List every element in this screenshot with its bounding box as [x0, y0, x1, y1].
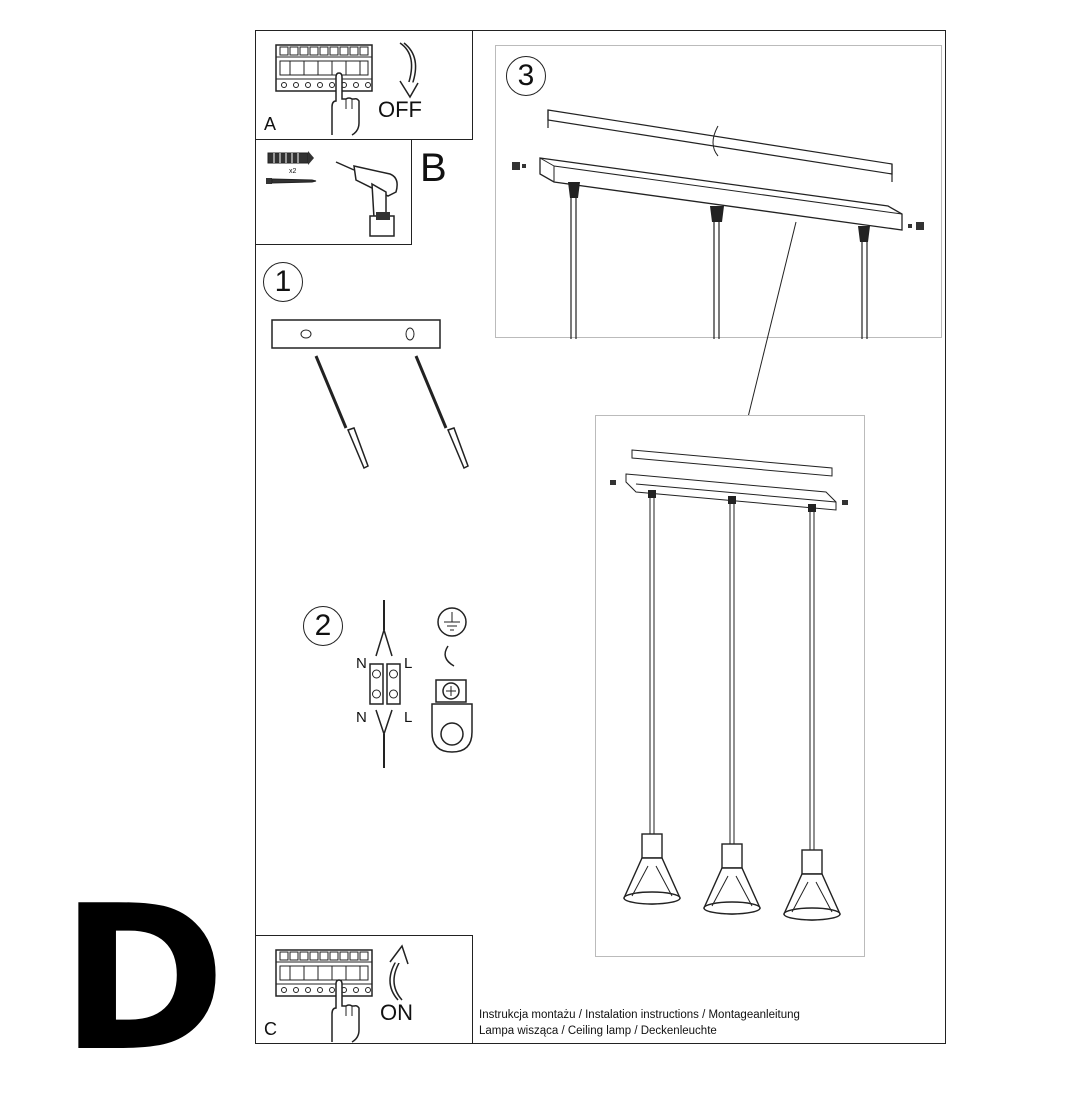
circuit-breaker-icon — [275, 44, 373, 92]
panel-c-switch-on: ON C — [255, 935, 473, 1044]
step-3-number-text: 3 — [517, 59, 535, 92]
step-2-number: 2 — [303, 606, 343, 646]
step-3-panel: 3 — [495, 45, 942, 467]
footer-caption: Instrukcja montażu / Instalation instruc… — [479, 1007, 800, 1039]
footer-line-2: Lampa wisząca / Ceiling lamp / Deckenleu… — [479, 1025, 717, 1037]
panel-c-action: ON — [380, 1000, 413, 1025]
panel-a-switch-off: OFF A — [255, 30, 473, 140]
panel-a-letter: A — [264, 114, 277, 134]
pendant-lamp-icon — [610, 449, 848, 921]
step-1-number: 1 — [263, 262, 303, 302]
wall-plug-quantity: x2 — [289, 168, 297, 175]
step-1-mounting-bracket-diagram — [271, 319, 469, 470]
footer-line-1: Instrukcja montażu / Instalation instruc… — [479, 1009, 800, 1021]
drill-icon — [335, 161, 398, 237]
terminal-neutral-bottom: N — [356, 709, 367, 726]
wall-plug-icon — [267, 151, 314, 165]
circuit-breaker-icon — [275, 949, 373, 997]
panel-b-letter: B — [420, 146, 447, 190]
ceiling-canopy-diagram — [512, 109, 924, 467]
step-3-number: 3 — [506, 56, 546, 96]
terminal-neutral-top: N — [356, 655, 367, 672]
panel-c-letter: C — [264, 1019, 277, 1039]
step-2-number-text: 2 — [314, 609, 332, 642]
rotate-arrow-icon — [399, 42, 419, 99]
hand-icon — [331, 979, 360, 1043]
step-1-number-text: 1 — [274, 265, 292, 298]
terminal-live-top: L — [404, 655, 413, 672]
ground-symbol-icon — [431, 607, 473, 753]
hand-icon — [331, 72, 360, 136]
instruction-sheet — [255, 30, 946, 1044]
terminal-block-icon — [369, 600, 401, 768]
assembled-lamp-panel — [595, 415, 865, 957]
terminal-live-bottom: L — [404, 709, 413, 726]
panel-b-tools: x2 B — [255, 139, 447, 245]
screw-icon — [266, 178, 317, 184]
wall-plug-icon — [346, 427, 469, 470]
panel-a-action: OFF — [378, 97, 422, 122]
screw-icon — [314, 355, 448, 429]
rotate-arrow-icon — [389, 944, 409, 1001]
corner-letter: D — [60, 863, 227, 1096]
